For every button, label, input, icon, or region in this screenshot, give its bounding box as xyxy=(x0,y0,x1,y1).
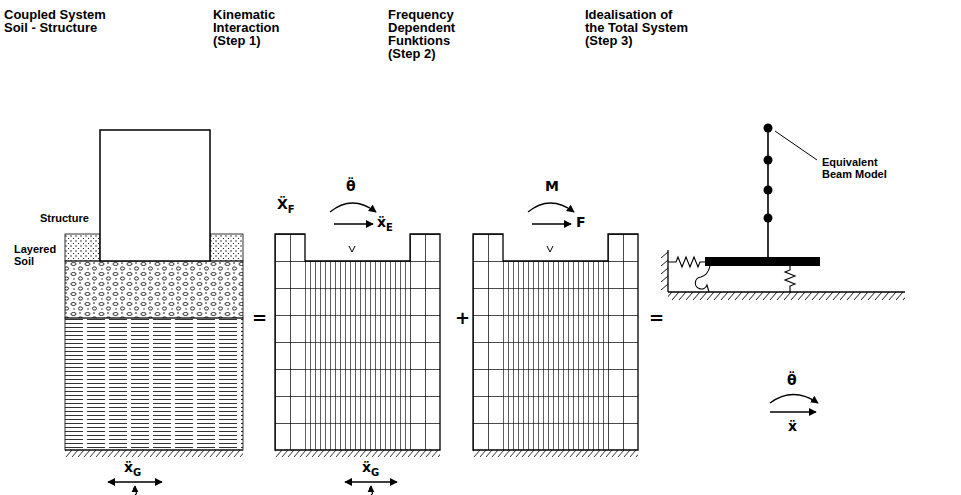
operator-sign: + xyxy=(455,308,470,328)
callout-label: Equivalent Beam Model xyxy=(822,156,894,180)
gravel-soil-layer xyxy=(65,261,243,318)
mesh-outline xyxy=(275,234,440,450)
motion-symbol: ẍG xyxy=(362,459,379,477)
deep-soil-layer xyxy=(65,318,243,450)
column-heading: Kinematic Interaction (Step 1) xyxy=(213,8,293,47)
motion-symbol: ẍE xyxy=(377,214,393,232)
operator-sign: = xyxy=(649,308,664,328)
motion-symbol: ẌF xyxy=(277,196,295,214)
load-symbol: F xyxy=(576,214,586,230)
symbol-base: ẍ xyxy=(377,214,386,230)
rotational-spring xyxy=(695,266,710,292)
ground-hatch xyxy=(668,292,905,300)
symbol-subscript: G xyxy=(133,467,141,478)
rotation-arrow xyxy=(330,203,376,212)
column-heading: Idealisation of the Total System (Step 3… xyxy=(585,8,692,47)
bedrock-hatch xyxy=(65,450,243,457)
symbol-subscript: E xyxy=(386,222,393,233)
wave-arrow xyxy=(370,486,373,495)
kinematic-loads xyxy=(330,203,397,495)
wall-line xyxy=(667,250,668,292)
lumped-mass xyxy=(764,124,773,133)
symbol-base: ẍ xyxy=(362,459,371,475)
bedrock-hatch xyxy=(275,450,440,457)
symbol-subscript: G xyxy=(371,467,379,478)
motion-symbol: ẍ xyxy=(788,418,797,434)
ground-motion-arrow xyxy=(345,481,397,482)
leader-line xyxy=(775,131,817,160)
beam-model-illustration xyxy=(661,124,905,413)
motion-symbol: ẍG xyxy=(124,459,141,477)
mesh-grid xyxy=(305,261,410,450)
moment-arrow xyxy=(528,203,574,212)
soil-structure-illustration xyxy=(65,130,243,495)
lumped-mass xyxy=(764,186,773,195)
translation-arrow xyxy=(334,223,373,224)
mesh-grid xyxy=(410,234,440,450)
structure-block xyxy=(100,130,210,261)
symbol-base: ẍ xyxy=(124,459,133,475)
finite-element-mesh xyxy=(473,234,638,457)
mesh-grid xyxy=(275,234,305,450)
operator-sign: = xyxy=(252,308,267,328)
column-heading: Frequency Dependent Funktions (Step 2) xyxy=(388,8,468,60)
lumped-mass xyxy=(764,156,773,165)
horizontal-spring xyxy=(668,257,705,267)
part-label: Layered Soil xyxy=(14,243,62,267)
reference-point xyxy=(349,246,355,252)
rotation-arrow xyxy=(770,395,818,404)
ground-motion-arrow xyxy=(108,481,162,482)
symbol-base: Ẍ xyxy=(277,196,288,212)
wave-arrow xyxy=(134,486,137,495)
motion-symbol: θ̈ xyxy=(346,178,356,194)
finite-element-mesh xyxy=(275,234,440,457)
top-soil-layer xyxy=(65,234,100,261)
symbol-subscript: F xyxy=(288,204,295,215)
motion-symbol: θ̈ xyxy=(787,372,797,388)
impedance-loads xyxy=(528,203,574,224)
lumped-mass xyxy=(764,214,773,223)
part-label: Structure xyxy=(40,212,89,224)
translation-arrow xyxy=(770,411,816,412)
foundation-bar xyxy=(705,257,820,266)
load-symbol: M xyxy=(545,178,559,194)
force-arrow xyxy=(532,223,571,224)
column-heading: Coupled System Soil - Structure xyxy=(4,8,114,34)
wall-hatch xyxy=(661,252,668,290)
top-soil-layer xyxy=(210,234,243,261)
vertical-spring xyxy=(785,266,795,292)
